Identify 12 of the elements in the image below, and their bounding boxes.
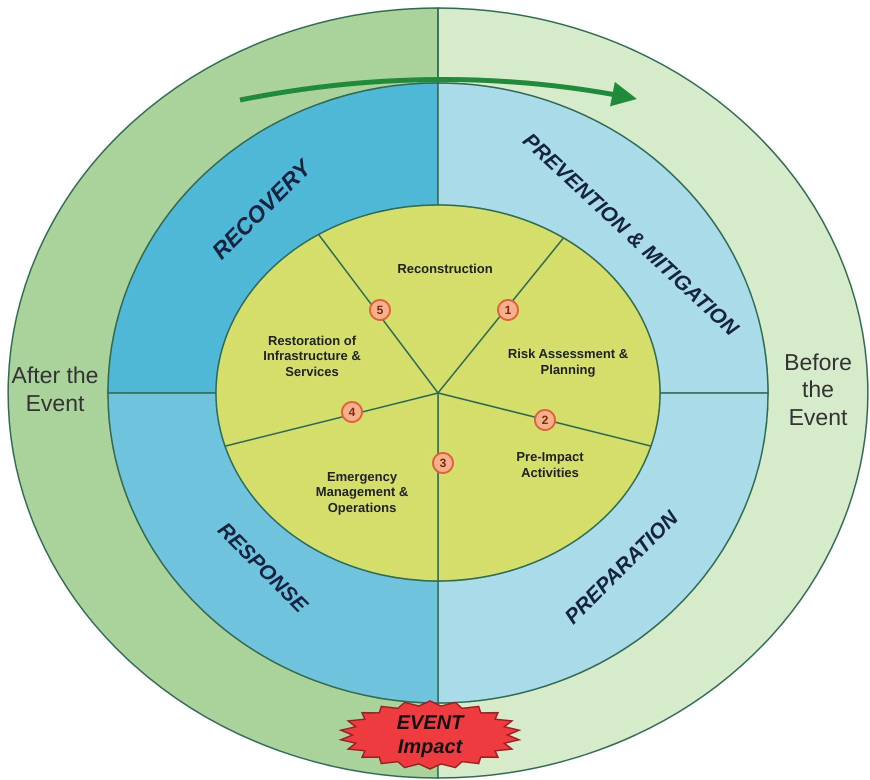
event-label: EVENT Impact (396, 711, 466, 759)
step-label: Emergency Management & Operations (314, 468, 410, 516)
ring-segment (107, 392, 439, 704)
side-label: Before the Event (783, 348, 853, 432)
side-label: After the Event (10, 362, 100, 418)
step-label: Reconstruction (397, 261, 493, 277)
starburst (338, 700, 522, 770)
step-label: Risk Assessment & Planning (506, 346, 630, 378)
step-label: Pre-Impact Activities (515, 449, 585, 481)
step-label: Restoration of Infrastructure & Services (262, 332, 362, 380)
ring-segment (437, 392, 769, 704)
arrow (240, 77, 637, 107)
